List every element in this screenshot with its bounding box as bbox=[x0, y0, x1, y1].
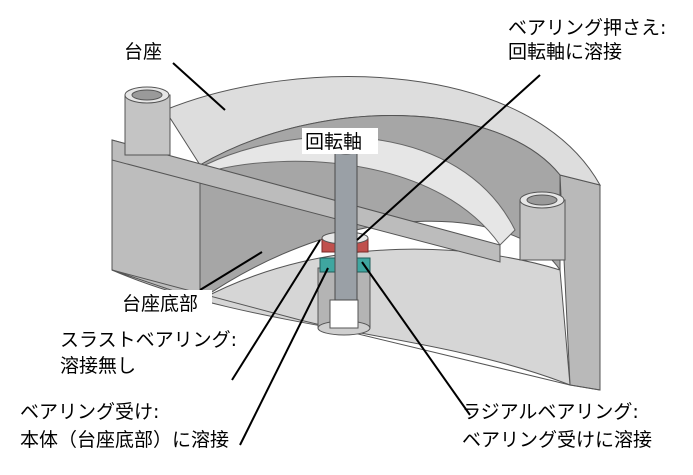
label-bearing-retainer-1: ベアリング押さえ: bbox=[508, 17, 666, 39]
label-base: 台座 bbox=[124, 41, 162, 63]
rotating-shaft bbox=[334, 145, 358, 301]
leader-thrust-bearing bbox=[231, 239, 321, 381]
leader-base bbox=[172, 62, 226, 111]
label-bearing-holder-1: ベアリング受け: bbox=[20, 401, 159, 423]
label-base-bottom: 台座底部 bbox=[122, 293, 198, 315]
leader-base-bottom bbox=[199, 251, 263, 291]
leader-bearing-holder bbox=[239, 267, 329, 446]
label-thrust-bearing-2: 溶接無し bbox=[60, 355, 136, 377]
leader-bearing-retainer bbox=[356, 74, 541, 241]
labels: 台座 回転軸 ベアリング押さえ: 回転軸に溶接 台座底部 スラストベアリング: … bbox=[20, 17, 666, 451]
leader-radial-bearing bbox=[361, 261, 471, 416]
leader-lines bbox=[172, 62, 541, 446]
label-thrust-bearing-1: スラストベアリング: bbox=[60, 329, 237, 351]
left-post bbox=[124, 86, 171, 156]
right-post bbox=[519, 191, 566, 261]
label-radial-bearing-1: ラジアルベアリング: bbox=[462, 401, 639, 423]
label-bearing-holder-2: 本体（台座底部）に溶接 bbox=[20, 429, 229, 451]
label-bearing-retainer-2: 回転軸に溶接 bbox=[508, 41, 622, 63]
label-rotating-shaft: 回転軸 bbox=[305, 131, 362, 153]
label-radial-bearing-2: ベアリング受けに溶接 bbox=[462, 429, 652, 451]
